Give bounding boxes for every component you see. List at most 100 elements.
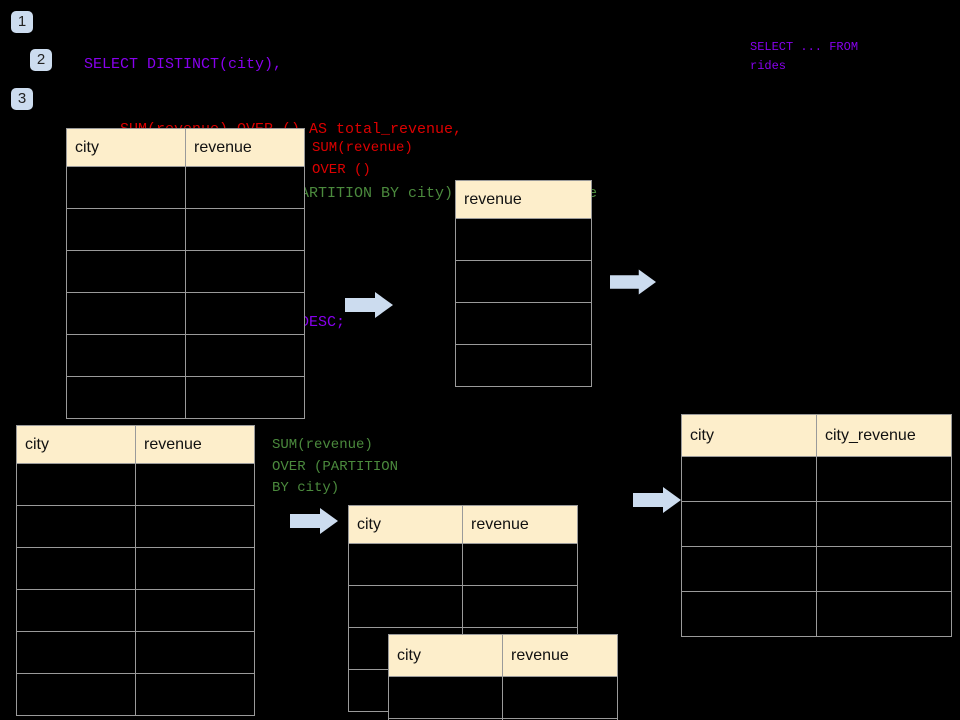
column-header-city: city [348, 505, 463, 544]
table-row [681, 591, 952, 637]
table-partition-front: city revenue [388, 634, 618, 720]
column-header-city-revenue: city_revenue [816, 414, 952, 457]
table-row [16, 673, 255, 716]
arrow-partition-to-result-icon [633, 487, 681, 513]
table-header-row: city revenue [66, 128, 305, 167]
step-badge-2: 2 [30, 49, 52, 71]
table-cell [135, 463, 255, 506]
table-row [455, 218, 592, 261]
table-row [681, 546, 952, 592]
table-cell [502, 676, 618, 719]
table-row [66, 334, 305, 377]
column-header-revenue: revenue [502, 634, 618, 677]
table-cell [455, 260, 592, 303]
table-cell [388, 676, 503, 719]
table-cell [681, 501, 817, 547]
table-header-row: city revenue [16, 425, 255, 464]
table-cell [681, 591, 817, 637]
arrow-source-to-partition-icon [290, 508, 338, 534]
table-row [348, 543, 578, 586]
step-badge-1: 1 [11, 11, 33, 33]
table-row [388, 676, 618, 719]
table-cell [502, 718, 618, 720]
column-header-city: city [66, 128, 186, 167]
table-partition-back: city revenue [348, 505, 578, 712]
table-cell [16, 673, 136, 716]
table-cell [455, 302, 592, 345]
table-cell [185, 166, 305, 209]
table-row [455, 302, 592, 345]
table-row [16, 463, 255, 506]
table-cell [135, 505, 255, 548]
table-row [681, 501, 952, 547]
table-cell [816, 501, 952, 547]
table-cell [816, 456, 952, 502]
annotation-sum-over-partition: SUM(revenue) OVER (PARTITION BY city) [272, 437, 399, 496]
table-cell [185, 376, 305, 419]
table-row [66, 208, 305, 251]
table-row [681, 456, 952, 502]
column-header-revenue: revenue [135, 425, 255, 464]
table-row [16, 505, 255, 548]
column-header-revenue: revenue [462, 505, 578, 544]
table-row [66, 166, 305, 209]
table-row [16, 631, 255, 674]
table-cell [816, 546, 952, 592]
arrow-source-to-total-icon [345, 292, 393, 318]
table-row [455, 344, 592, 387]
column-header-revenue: revenue [455, 180, 592, 219]
table-cell [135, 673, 255, 716]
table-cell [66, 166, 186, 209]
table-header-row: revenue [455, 180, 592, 219]
step-badge-3: 3 [11, 88, 33, 110]
table-result: city city_revenue [681, 414, 952, 637]
table-cell [348, 585, 463, 628]
table-cell [455, 218, 592, 261]
table-row [66, 250, 305, 293]
table-row [455, 260, 592, 303]
table-cell [16, 631, 136, 674]
table-header-row: city revenue [388, 634, 618, 677]
table-header-row: city city_revenue [681, 414, 952, 457]
table-cell [66, 250, 186, 293]
table-header-row: city revenue [348, 505, 578, 544]
table-row [388, 718, 618, 720]
table-cell [348, 543, 463, 586]
table-source-top: city revenue [66, 128, 305, 419]
arrow-total-to-result-icon [610, 269, 656, 295]
table-cell [135, 547, 255, 590]
column-header-city: city [388, 634, 503, 677]
table-cell [66, 208, 186, 251]
sql-line-select: SELECT DISTINCT(city), [84, 56, 283, 73]
column-header-city: city [16, 425, 136, 464]
column-header-city: city [681, 414, 817, 457]
table-row [16, 547, 255, 590]
annotation-sum-over-all: SUM(revenue) OVER () [312, 140, 413, 178]
table-cell [185, 208, 305, 251]
table-cell [66, 334, 186, 377]
table-cell [462, 585, 578, 628]
table-cell [816, 591, 952, 637]
table-row [348, 585, 578, 628]
table-cell [462, 543, 578, 586]
table-cell [135, 631, 255, 674]
table-cell [66, 376, 186, 419]
table-cell [16, 463, 136, 506]
table-cell [185, 250, 305, 293]
table-cell [185, 334, 305, 377]
table-row [16, 589, 255, 632]
sql-side-note: SELECT ... FROM rides [750, 40, 859, 73]
column-header-revenue: revenue [185, 128, 305, 167]
table-cell [16, 547, 136, 590]
table-cell [16, 589, 136, 632]
table-row [66, 376, 305, 419]
table-cell [455, 344, 592, 387]
table-cell [135, 589, 255, 632]
table-source-bottom: city revenue [16, 425, 255, 716]
table-total-revenue: revenue [455, 180, 592, 387]
table-row [66, 292, 305, 335]
table-cell [185, 292, 305, 335]
table-cell [16, 505, 136, 548]
table-cell [66, 292, 186, 335]
